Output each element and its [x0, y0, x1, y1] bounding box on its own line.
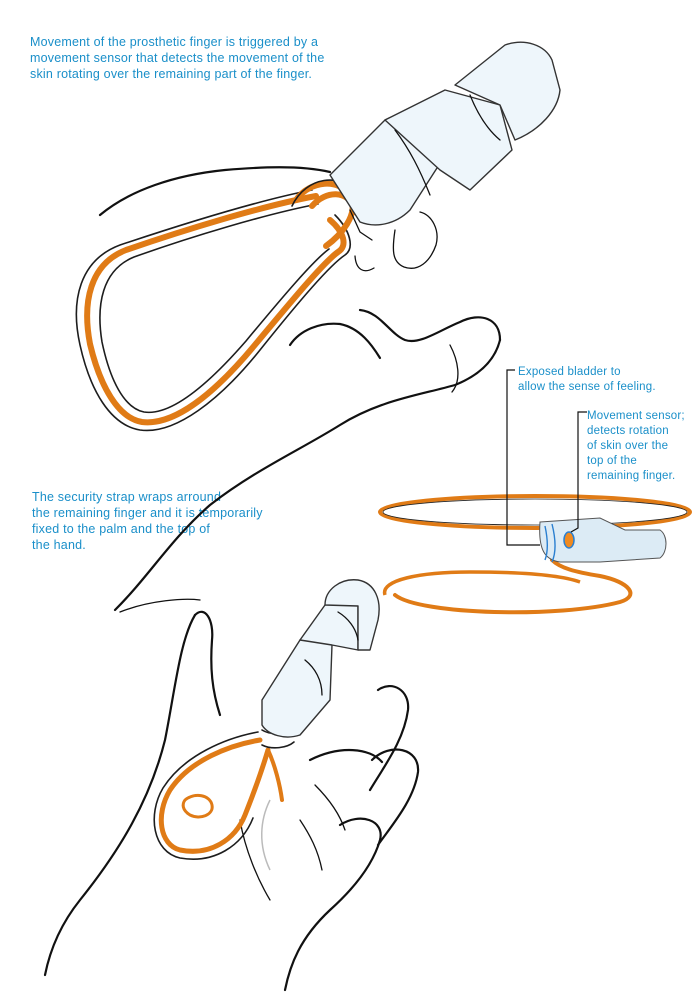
palm-strap-cable: [261, 799, 271, 871]
strap-outer-edge: [75, 189, 351, 432]
top-hand-bottom-edge: [119, 598, 201, 613]
strap-caption: The security strap wraps arround the rem…: [32, 490, 263, 552]
top-hand-little-finger: [354, 255, 375, 272]
bottom-hand-thumb-tip: [193, 610, 222, 717]
side-sensor-line-1: [544, 525, 548, 561]
movement-sensor-dot: [563, 531, 575, 549]
palm-strap-vertical: [266, 748, 284, 802]
bottom-prosthetic-detail-2: [337, 611, 359, 641]
top-hand-thumb: [358, 308, 502, 343]
bottom-hand-palm-crease-1: [299, 819, 323, 871]
bottom-hand-palm-right: [308, 749, 384, 764]
palm-strap: [158, 737, 271, 854]
top-hand-contour: [449, 344, 459, 393]
sensor-caption: Movement sensor; detects rotation of ski…: [587, 410, 685, 482]
side-strap-loop: [382, 570, 581, 596]
prosthetic-finger-detail-3: [349, 209, 373, 241]
side-sensor-line-2: [551, 523, 556, 563]
prosthetic-finger-detail-2: [469, 94, 501, 141]
bladder-leader-line: [506, 369, 540, 546]
bottom-hand-illustration: [43, 579, 420, 992]
prosthetic-finger-detail-1: [394, 129, 431, 196]
top-hand-illustration: [75, 41, 561, 613]
side-strap-top: [378, 494, 692, 530]
top-hand-outline-upper: [113, 338, 502, 612]
top-hand-ring-finger: [392, 211, 438, 269]
bottom-hand-finger-3: [283, 817, 382, 992]
top-hand-wrist-left: [98, 166, 332, 217]
top-caption: Movement of the prosthetic finger is tri…: [30, 35, 325, 81]
sensor-leader-line: [570, 411, 587, 533]
strap-inner-edge: [99, 203, 330, 414]
bottom-prosthetic-detail-1: [304, 659, 323, 696]
bottom-hand-palm-crease-3: [239, 819, 271, 901]
bottom-prosthetic-tip: [324, 579, 380, 651]
bottom-hand-finger-1: [368, 684, 410, 792]
bottom-hand-thumb-outline: [43, 613, 197, 977]
palm-strap-inner-loop: [181, 793, 214, 819]
bottom-hand-palm-crease-2: [314, 784, 346, 831]
side-view-illustration: [378, 369, 692, 615]
side-strap-bottom: [393, 558, 633, 615]
bottom-hand-finger-2: [370, 748, 420, 847]
side-sensor-body: [539, 517, 667, 563]
top-hand-knuckle: [288, 322, 382, 360]
strap-loop: [84, 193, 347, 426]
bladder-caption: Exposed bladder to allow the sense of fe…: [518, 366, 656, 393]
prosthetic-finger-tip: [454, 41, 561, 141]
